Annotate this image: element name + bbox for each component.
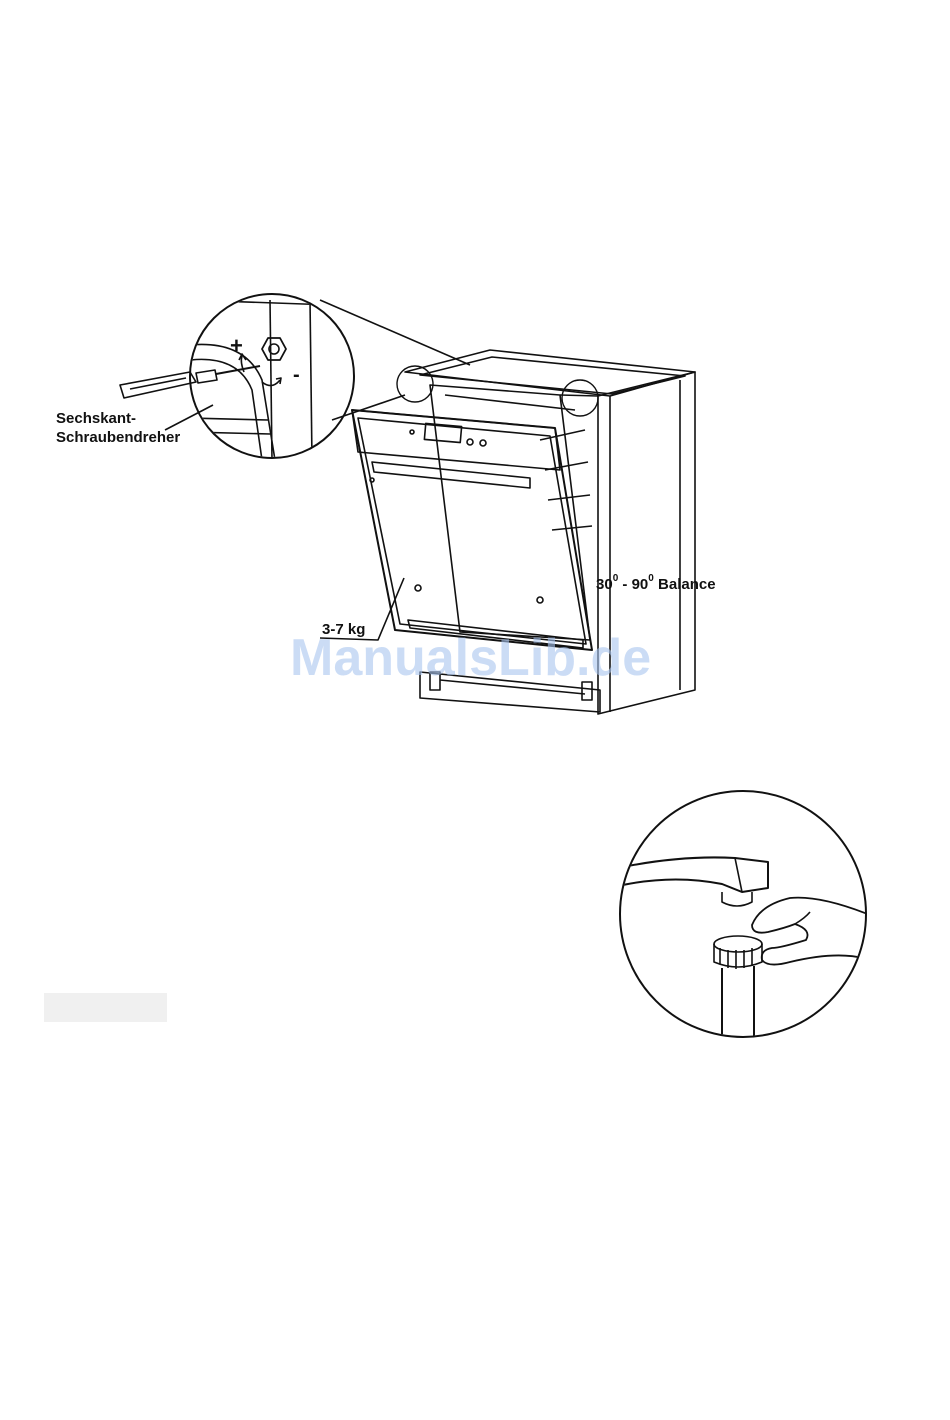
watermark: ManualsLib.de [290,628,651,688]
angle-from: 30 [596,576,613,593]
minus-sign: - [293,366,300,385]
tool-label-line2: Schraubendreher [56,428,180,447]
zoom-detail-circle [190,294,360,460]
plus-sign: + [230,336,243,355]
faucet-detail-circle [618,791,870,1050]
angle-to-degree: 0 [648,573,654,584]
tool-leader-line [165,405,213,430]
grey-box [44,993,167,1022]
angle-separator: - [622,576,627,593]
angle-to: 90 [632,576,649,593]
angle-suffix: Balance [658,576,716,593]
tool-label-line1: Sechskant- [56,409,136,428]
angle-label: 300 - 900 Balance [596,569,716,594]
angle-from-degree: 0 [613,573,619,584]
